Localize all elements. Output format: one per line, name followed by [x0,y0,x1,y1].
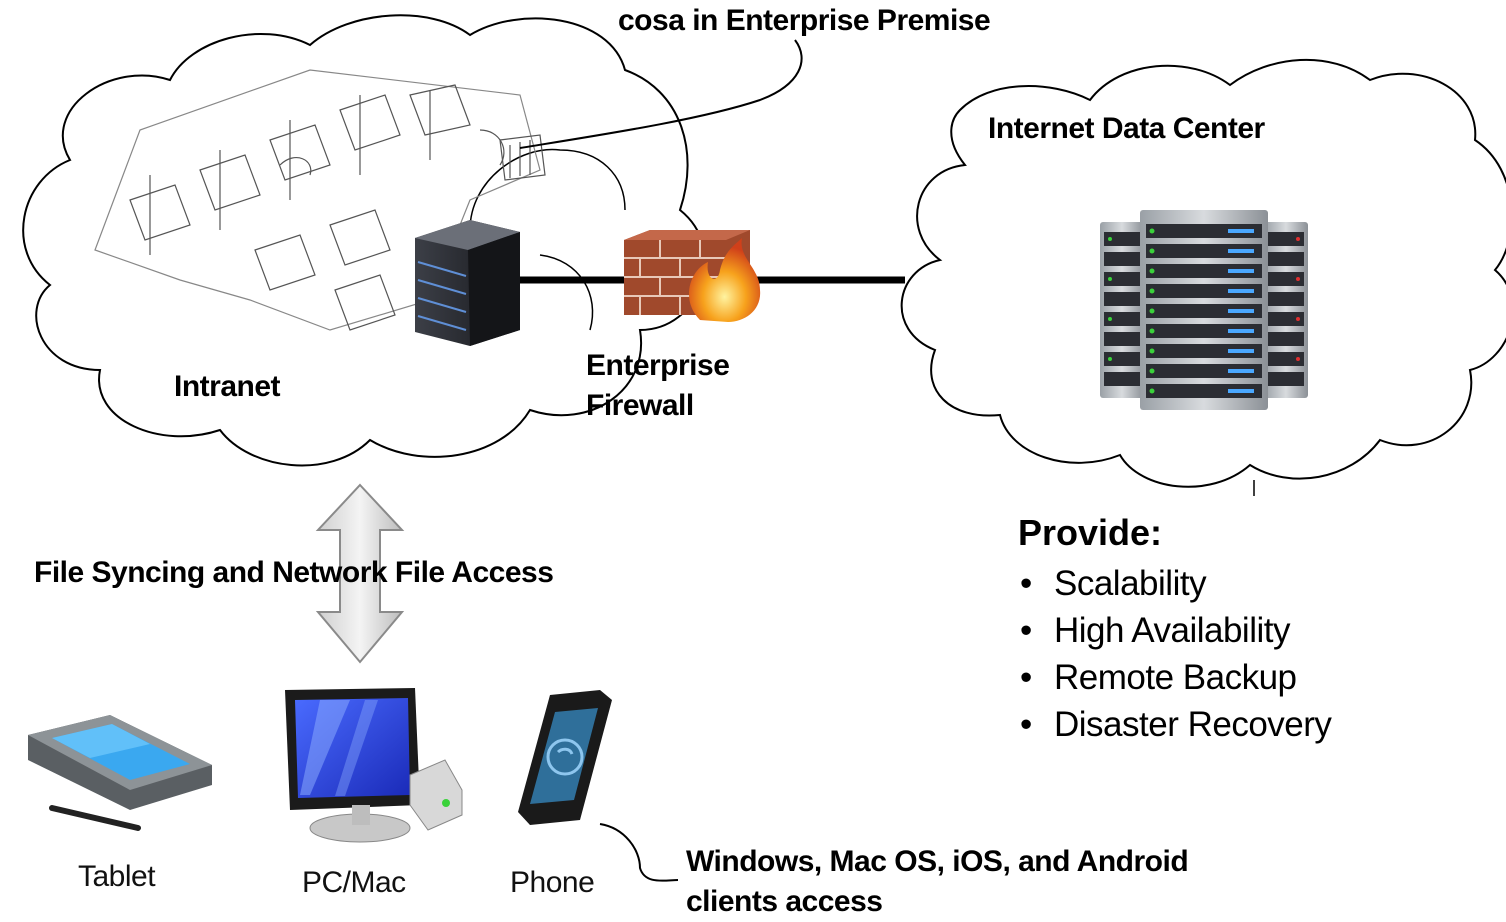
firewall-label: Enterprise Firewall [586,346,730,426]
intranet-label: Intranet [174,370,281,403]
premise-callout-line [519,39,803,149]
provide-item-label: High Availability [1054,611,1291,650]
phone-icon [518,690,612,825]
provide-title: Provide: [1018,512,1163,553]
tablet-icon [28,715,212,831]
provide-list: Provide: •Scalability •High Availability… [1018,512,1332,748]
premise-callout-title: cosa in Enterprise Premise [618,4,991,37]
provide-item: •High Availability [1020,611,1291,650]
provide-item: •Disaster Recovery [1020,705,1332,744]
sync-double-arrow [315,483,405,664]
provide-item-label: Disaster Recovery [1054,705,1332,744]
datacenter-servers-icon [1100,210,1308,410]
pc-icon [285,688,463,843]
pc-label: PC/Mac [302,866,406,899]
datacenter-label: Internet Data Center [988,112,1265,145]
clients-note-line2: clients access [686,885,883,918]
intranet-server-icon [415,220,520,346]
firewall-icon [624,230,761,322]
firewall-label-line1: Enterprise [586,349,730,382]
provide-item: •Scalability [1020,564,1207,603]
flame-icon [688,238,761,322]
provide-item-label: Scalability [1054,564,1207,603]
clients-callout-line [599,823,679,882]
clients-note-line1: Windows, Mac OS, iOS, and Android [686,845,1189,878]
office-floorplan-icon [94,69,546,331]
clients-note: Windows, Mac OS, iOS, and Android client… [686,842,1189,922]
firewall-label-line2: Firewall [586,389,694,422]
phone-label: Phone [510,866,595,899]
intranet-cloud [22,14,707,467]
sync-arrow-label: File Syncing and Network File Access [34,556,554,589]
tablet-label: Tablet [78,860,156,893]
provide-item: •Remote Backup [1020,658,1297,697]
provide-item-label: Remote Backup [1054,658,1297,697]
